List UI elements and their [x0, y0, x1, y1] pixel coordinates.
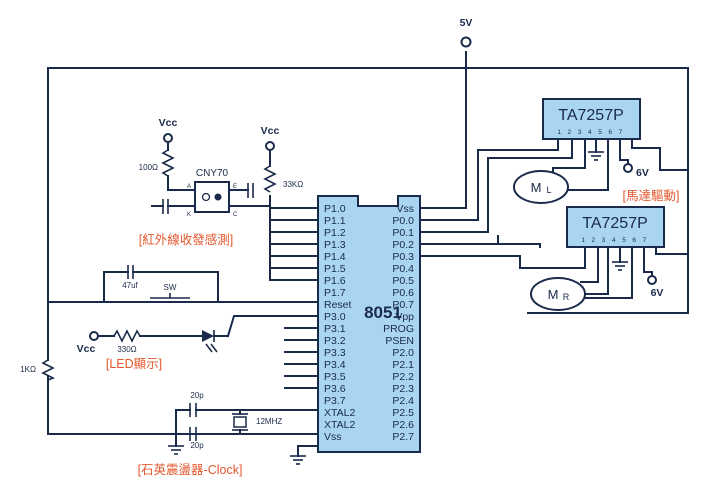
driver-bottom-pins: 1 2 3 4 5 6 7 — [581, 237, 648, 244]
mcu-right-pin: PROG — [383, 323, 414, 335]
ir-vcc2-label: Vcc — [261, 125, 280, 137]
mcu-right-pin: P2.3 — [392, 383, 414, 395]
cny70-body — [194, 181, 230, 213]
mcu-left-pin: P1.4 — [324, 251, 346, 263]
clock-c1-label: 20p — [190, 391, 204, 400]
ir-sensor-circuit: Vcc 100Ω CNY70 A E K C Vcc 33KΩ [紅外線收發感測… — [139, 117, 303, 281]
mcu-left-pin: P3.1 — [324, 323, 346, 335]
led-circuit: Vcc 330Ω [LED顯示] — [77, 329, 229, 371]
mcu-left-pin: P3.3 — [324, 347, 346, 359]
reset-cap-label: 47uf — [122, 281, 138, 290]
mcu-right-pin: P2.0 — [392, 347, 414, 359]
caption-led: [LED顯示] — [106, 357, 162, 371]
mcu-right-pin: P0.5 — [392, 275, 414, 287]
mcu-left-pin: P1.3 — [324, 239, 346, 251]
mcu-name: 8051 — [364, 303, 402, 322]
mcu-left-pins: P1.0P1.1P1.2P1.3P1.4P1.5P1.6P1.7ResetP3.… — [324, 203, 355, 443]
ir-r1-label: 100Ω — [139, 163, 158, 172]
mcu-right-pin: Vss — [396, 203, 414, 215]
driver-bottom-name: TA7257P — [582, 215, 648, 232]
driver-top: TA7257P 1 2 3 4 5 6 7 6V M L [馬達驅動] — [513, 98, 689, 204]
mcu-left-pin: P3.7 — [324, 395, 346, 407]
supply-5v: 5V — [460, 17, 473, 48]
mcu-left-pin: P3.6 — [324, 383, 346, 395]
mcu-right-pin: P0.3 — [392, 251, 414, 263]
mcu-left-pin: P1.5 — [324, 263, 346, 275]
ir-resistor-100 — [161, 149, 175, 177]
crystal — [233, 416, 247, 428]
mcu-left-pin: Reset — [324, 299, 352, 311]
led-diode — [202, 330, 214, 342]
led-resistor — [113, 329, 141, 343]
caption-clock: [石英震盪器-Clock] — [138, 462, 243, 477]
mcu-left-pin: P1.2 — [324, 227, 346, 239]
mcu-right-pin: P0.7 — [392, 299, 414, 311]
motor-right-main: M — [548, 287, 559, 302]
mcu-right-pin: P2.5 — [392, 407, 414, 419]
clock-c2-label: 20p — [190, 441, 204, 450]
mcu-left-pin: P1.7 — [324, 287, 346, 299]
ir-r2-label: 33KΩ — [283, 180, 303, 189]
motor-left-sub: L — [546, 185, 551, 195]
motor-left — [513, 170, 569, 204]
mcu-right-pin: P0.4 — [392, 263, 414, 275]
mcu-left-pin: P1.1 — [324, 215, 346, 227]
led-vcc-label: Vcc — [77, 343, 96, 355]
supply-6v-top: 6V — [636, 167, 649, 179]
mcu-left-pin: P3.5 — [324, 371, 346, 383]
driver-top-name: TA7257P — [558, 107, 624, 124]
mcu-right-pins: VssP0.0P0.1P0.2P0.3P0.4P0.5P0.6P0.7VppPR… — [383, 203, 414, 443]
mcu-right-pin: Vpp — [395, 311, 414, 323]
mcu-left-pin: Vss — [324, 431, 342, 443]
cny70-pin-e: E — [233, 184, 237, 190]
cny70-pin-c: C — [233, 212, 238, 218]
mcu-right-pin: P2.4 — [392, 395, 414, 407]
mcu-right-pin: P2.2 — [392, 371, 414, 383]
motor-right — [530, 277, 586, 311]
mcu-right-pin: P0.2 — [392, 239, 414, 251]
supply-6v-bottom: 6V — [651, 287, 664, 299]
mcu-left-pin: P3.4 — [324, 359, 346, 371]
mcu-right-pin: P2.7 — [392, 431, 414, 443]
mcu-left-pin: XTAL2 — [324, 419, 355, 431]
wiring — [47, 51, 689, 435]
driver-top-pins: 1 2 3 4 5 6 7 — [557, 129, 624, 136]
reset-switch-label: SW — [164, 283, 177, 292]
crystal-label: 12MHZ — [256, 417, 282, 426]
mcu-8051: 8051 P1.0P1.1P1.2P1.3P1.4P1.5P1.6P1.7Res… — [317, 195, 421, 453]
cny70-label: CNY70 — [196, 168, 229, 179]
caption-ir: [紅外線收發感測] — [139, 232, 233, 247]
ir-vcc1-label: Vcc — [159, 117, 178, 129]
motor-left-main: M — [531, 180, 542, 195]
cny70-pin-k: K — [187, 212, 191, 218]
cny70-pin-a: A — [187, 184, 191, 190]
mcu-right-pin: P0.1 — [392, 227, 414, 239]
mcu-left-pin: XTAL2 — [324, 407, 355, 419]
mcu-right-pin: PSEN — [385, 335, 414, 347]
led-res-label: 330Ω — [117, 345, 136, 354]
clock-circuit: 20p 20p 12MHZ [石英震盪器-Clock] — [138, 391, 319, 477]
reset-resistor-1k — [41, 359, 55, 381]
mcu-right-pin: P0.0 — [392, 215, 414, 227]
mcu-right-pin: P2.1 — [392, 359, 414, 371]
motor-right-sub: R — [563, 292, 570, 302]
mcu-left-pin: P1.6 — [324, 275, 346, 287]
supply-5v-label: 5V — [460, 17, 473, 29]
mcu-left-pin: P3.0 — [324, 311, 346, 323]
ir-resistor-33k — [263, 165, 277, 193]
reset-circuit: 47uf SW 1KΩ — [20, 265, 219, 381]
mcu-left-pin: P3.2 — [324, 335, 346, 347]
mcu-right-pin: P2.6 — [392, 419, 414, 431]
reset-res-label: 1KΩ — [20, 365, 36, 374]
mcu-left-pin: P1.0 — [324, 203, 346, 215]
caption-motor: [馬達驅動] — [623, 189, 680, 203]
mcu-right-pin: P0.6 — [392, 287, 414, 299]
driver-bottom: TA7257P 1 2 3 4 5 6 7 6V M R — [530, 206, 689, 311]
